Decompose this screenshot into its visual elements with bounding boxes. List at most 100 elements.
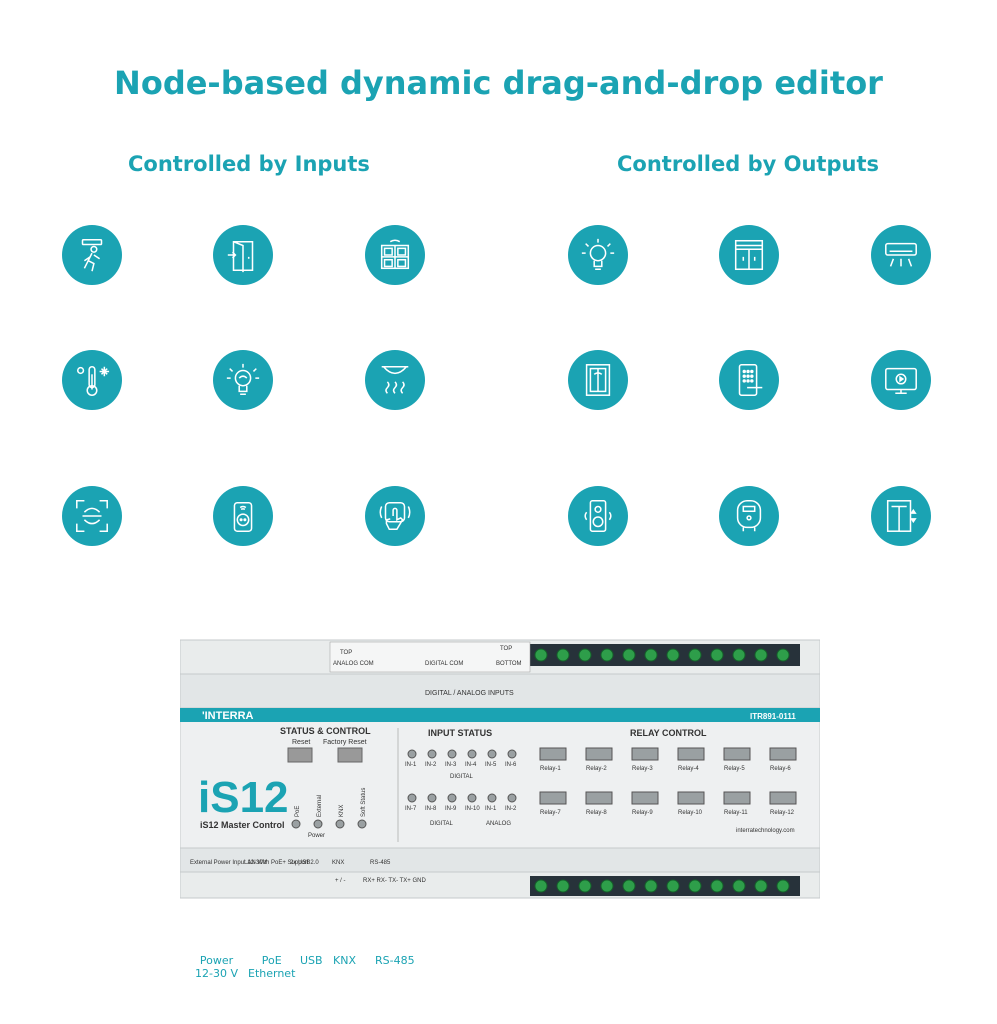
relay-button[interactable] [769, 747, 797, 761]
relay-button[interactable] [585, 747, 613, 761]
bottom-port-label: RS-485 [370, 860, 391, 866]
port-usb: USB [300, 954, 323, 967]
relay-button[interactable] [585, 791, 613, 805]
input-led [487, 793, 497, 803]
digital-label-1: DIGITAL [450, 774, 474, 780]
page-title: Node-based dynamic drag-and-drop editor [114, 64, 883, 102]
terminal-screw [710, 879, 724, 893]
status-led [357, 819, 367, 829]
relay-button[interactable] [539, 791, 567, 805]
curtain-icon [719, 225, 779, 285]
touch-button-icon [365, 486, 425, 546]
input-led [407, 793, 417, 803]
model-number: ITR891-0111 [750, 712, 796, 721]
speaker-icon [568, 486, 628, 546]
reset-label: Reset [292, 739, 310, 746]
input-led [467, 749, 477, 759]
input-led [467, 793, 477, 803]
status-led-label: KNX [339, 805, 345, 817]
rs485-pins-label: RX+ RX- TX- TX+ GND [363, 878, 426, 884]
status-led-label: External [317, 795, 323, 817]
terminal-screw [600, 648, 614, 662]
smart-window-icon [568, 350, 628, 410]
input-led-label: IN-8 [425, 806, 437, 812]
relay-button[interactable] [631, 791, 659, 805]
product-name: iS12 [198, 773, 289, 822]
analog-label: ANALOG [486, 821, 511, 827]
input-led [507, 749, 517, 759]
top-side-label: TOP [500, 646, 512, 652]
input-led-label: IN-6 [505, 762, 517, 768]
relay-button[interactable] [631, 747, 659, 761]
is12-device: TOP TOP BOTTOM ANALOG COM DIGITAL COM DI… [179, 632, 821, 902]
status-led [291, 819, 301, 829]
top-label: TOP [340, 650, 352, 656]
relay-button[interactable] [677, 791, 705, 805]
relay-label: Relay-12 [770, 810, 795, 816]
window-sensor-icon [365, 225, 425, 285]
factory-reset-button[interactable] [337, 747, 363, 763]
motion-sensor-icon [62, 225, 122, 285]
terminal-screw [688, 648, 702, 662]
knx-pins-label: + / - [335, 878, 346, 884]
inputs-heading: Controlled by Inputs [128, 152, 370, 176]
terminal-screw [644, 648, 658, 662]
terminal-screw [600, 879, 614, 893]
input-led-label: IN-4 [465, 762, 477, 768]
input-led-label: IN-2 [425, 762, 437, 768]
input-led [407, 749, 417, 759]
port-knx: KNX [333, 954, 356, 967]
status-led-label: Soft Status [361, 788, 367, 817]
input-led [507, 793, 517, 803]
digital-label-2: DIGITAL [430, 821, 454, 827]
input-led-label: IN-1 [485, 806, 497, 812]
port-rs485: RS-485 [375, 954, 415, 967]
reset-button[interactable] [287, 747, 313, 763]
digital-analog-inputs-label: DIGITAL / ANALOG INPUTS [425, 690, 514, 697]
relay-button[interactable] [769, 791, 797, 805]
terminal-screw [622, 648, 636, 662]
terminal-screw [754, 879, 768, 893]
input-led-label: IN-2 [505, 806, 517, 812]
keypad-lock-icon [719, 350, 779, 410]
input-led-label: IN-7 [405, 806, 417, 812]
relay-button[interactable] [677, 747, 705, 761]
input-led [487, 749, 497, 759]
relay-button[interactable] [539, 747, 567, 761]
bottom-port-label: KNX [332, 860, 344, 866]
relay-label: Relay-11 [724, 810, 748, 816]
smart-plug-icon [213, 486, 273, 546]
relay-control-title: RELAY CONTROL [630, 728, 707, 738]
elevator-icon [871, 486, 931, 546]
input-led [447, 793, 457, 803]
door-icon [213, 225, 273, 285]
status-control-title: STATUS & CONTROL [280, 726, 371, 736]
terminal-screw [556, 648, 570, 662]
relay-label: Relay-6 [770, 766, 791, 772]
terminal-screw [776, 879, 790, 893]
bottom-port-label: 2x USB2.0 [290, 860, 319, 866]
input-led [427, 793, 437, 803]
relay-button[interactable] [723, 747, 751, 761]
light-bulb-icon [568, 225, 628, 285]
input-led-label: IN-5 [485, 762, 497, 768]
outputs-heading: Controlled by Outputs [617, 152, 879, 176]
relay-label: Relay-7 [540, 810, 561, 816]
terminal-screw [732, 879, 746, 893]
relay-button[interactable] [723, 791, 751, 805]
terminal-screw [578, 879, 592, 893]
terminal-screw [732, 648, 746, 662]
terminal-screw [688, 879, 702, 893]
input-status-title: INPUT STATUS [428, 728, 492, 738]
terminal-screw [754, 648, 768, 662]
power-label: Power [308, 833, 325, 839]
face-id-icon [62, 486, 122, 546]
website-label: interratechnology.com [736, 828, 795, 834]
smoke-detector-icon [365, 350, 425, 410]
relay-label: Relay-2 [586, 766, 607, 772]
input-led [427, 749, 437, 759]
relay-label: Relay-10 [678, 810, 703, 816]
water-heater-icon [719, 486, 779, 546]
